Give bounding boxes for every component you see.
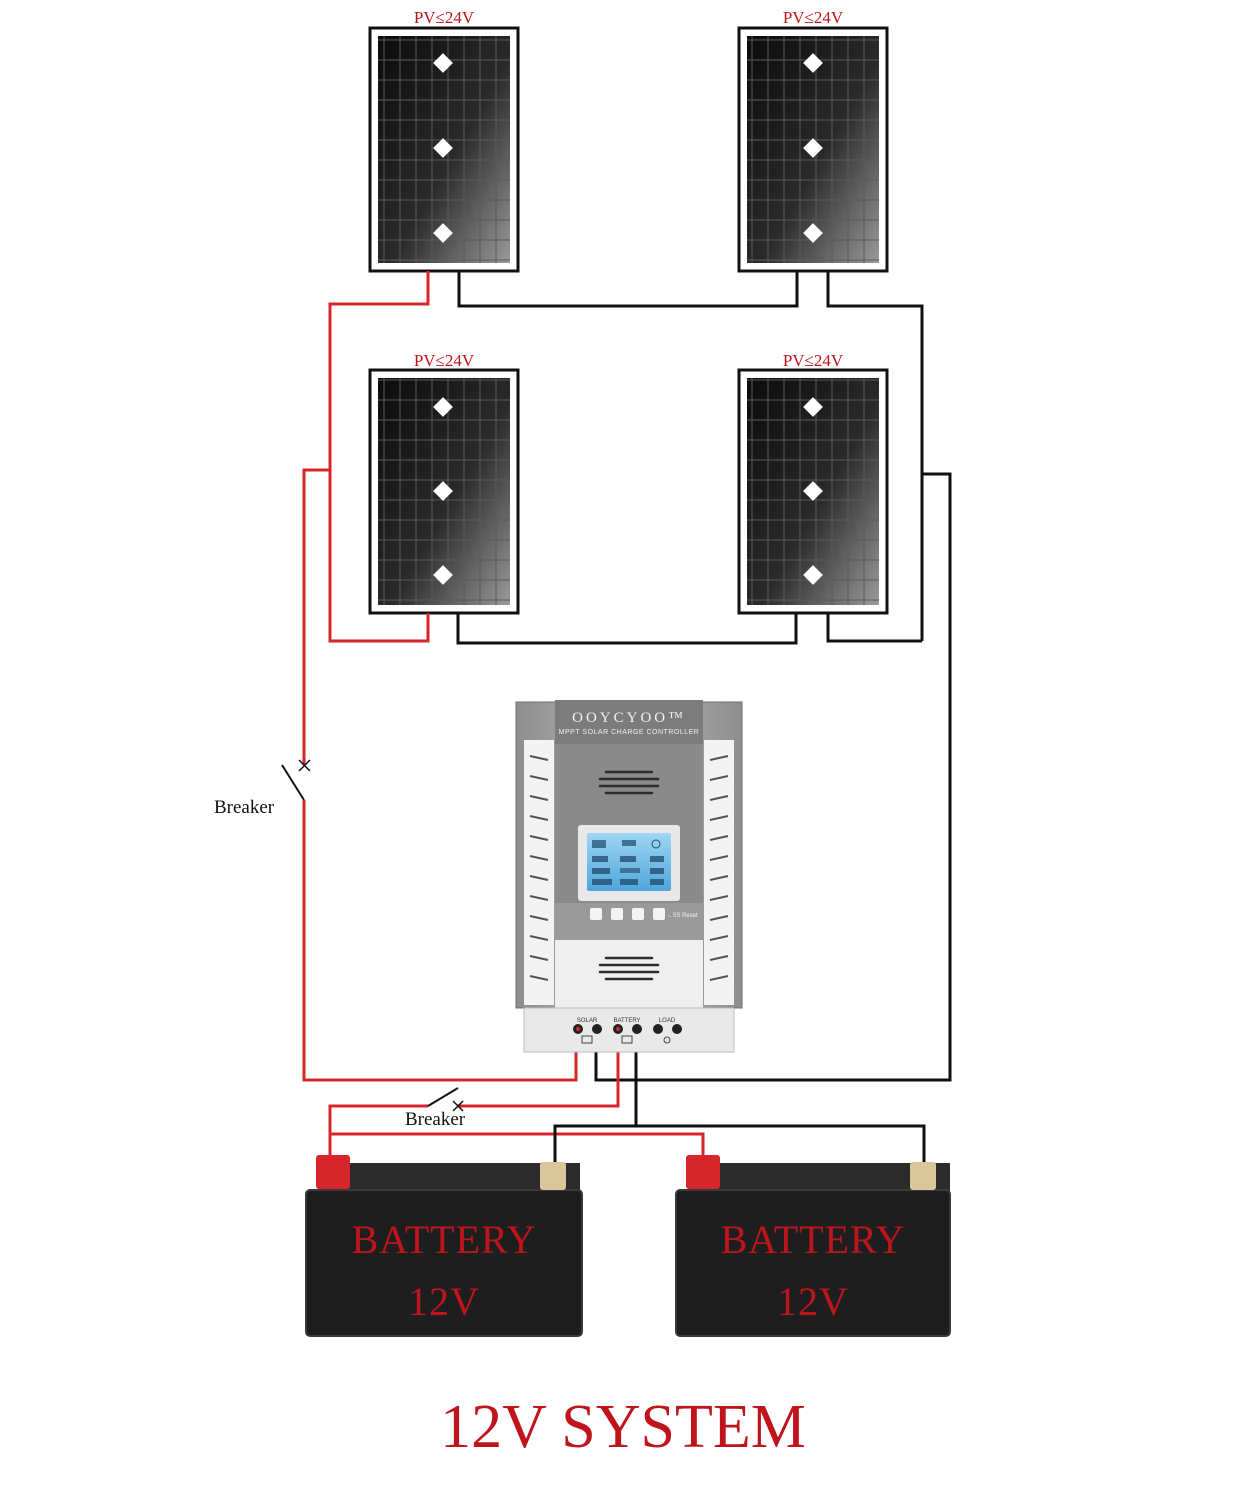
controller-subtitle: MPPT SOLAR CHARGE CONTROLLER <box>559 729 700 736</box>
negative-terminal <box>540 1162 566 1190</box>
negative-wire-top-row <box>457 271 799 308</box>
battery-voltage: 12V <box>777 1279 849 1324</box>
negative-wire-bottom-right <box>826 613 922 643</box>
battery-negative-parallel <box>636 1124 926 1166</box>
panel-voltage-label: PV≤24V <box>414 8 475 27</box>
left-vent-slots <box>529 755 549 981</box>
battery-left: BATTERY 12V <box>305 1155 583 1337</box>
panel-voltage-label: PV≤24V <box>783 8 844 27</box>
battery-terminal-label: BATTERY <box>613 1018 640 1024</box>
mppt-controller: OOYCYOO™ MPPT SOLAR CHARGE CONTROLLER <box>515 700 743 1053</box>
breaker-label: Breaker <box>405 1109 466 1130</box>
reset-hint: ←5S Reset <box>667 913 698 919</box>
wires <box>302 271 952 1166</box>
breaker-label: Breaker <box>214 797 275 818</box>
positive-wire-to-breaker <box>302 468 330 765</box>
menu-button[interactable] <box>590 908 602 920</box>
controller-brand: OOYCYOO™ <box>572 710 686 726</box>
solar-panel-bottom-left: PV≤24V <box>368 351 520 615</box>
positive-terminal <box>686 1155 720 1189</box>
negative-wire-bottom-row <box>456 613 798 645</box>
solar-panel-bottom-right: PV≤24V <box>737 351 889 615</box>
minus-button[interactable] <box>632 908 644 920</box>
battery-positive-wire-2 <box>328 1104 428 1160</box>
positive-wire-from-breaker <box>302 800 578 1082</box>
positive-terminal <box>316 1155 350 1189</box>
lcd-readouts <box>592 839 664 885</box>
bottom-grille <box>598 956 660 981</box>
negative-terminal <box>910 1162 936 1190</box>
battery-voltage: 12V <box>408 1279 480 1324</box>
solar-terminal-label: SOLAR <box>577 1018 598 1024</box>
battery-positive-parallel <box>330 1132 705 1160</box>
battery-negative-wire <box>553 1035 638 1166</box>
enter-button[interactable] <box>653 908 665 920</box>
battery-right: BATTERY 12V <box>675 1155 951 1337</box>
battery-label: BATTERY <box>352 1217 537 1262</box>
top-grille <box>598 770 660 795</box>
solar-panel-top-left: PV≤24V <box>368 8 520 273</box>
panel-voltage-label: PV≤24V <box>414 351 475 370</box>
load-terminal-label: LOAD <box>659 1018 676 1024</box>
battery-positive-wire <box>458 1035 620 1108</box>
plus-button[interactable] <box>611 908 623 920</box>
right-vent-slots <box>709 755 729 981</box>
breaker-lower: Breaker <box>405 1087 466 1130</box>
system-title: 12V SYSTEM <box>440 1393 806 1461</box>
breaker-upper: Breaker <box>214 759 311 818</box>
negative-wire-to-controller <box>594 472 952 1082</box>
terminals <box>573 1024 682 1044</box>
panel-voltage-label: PV≤24V <box>783 351 844 370</box>
battery-label: BATTERY <box>721 1217 906 1262</box>
solar-panel-top-right: PV≤24V <box>737 8 889 273</box>
positive-wire-top-panels <box>328 271 430 643</box>
